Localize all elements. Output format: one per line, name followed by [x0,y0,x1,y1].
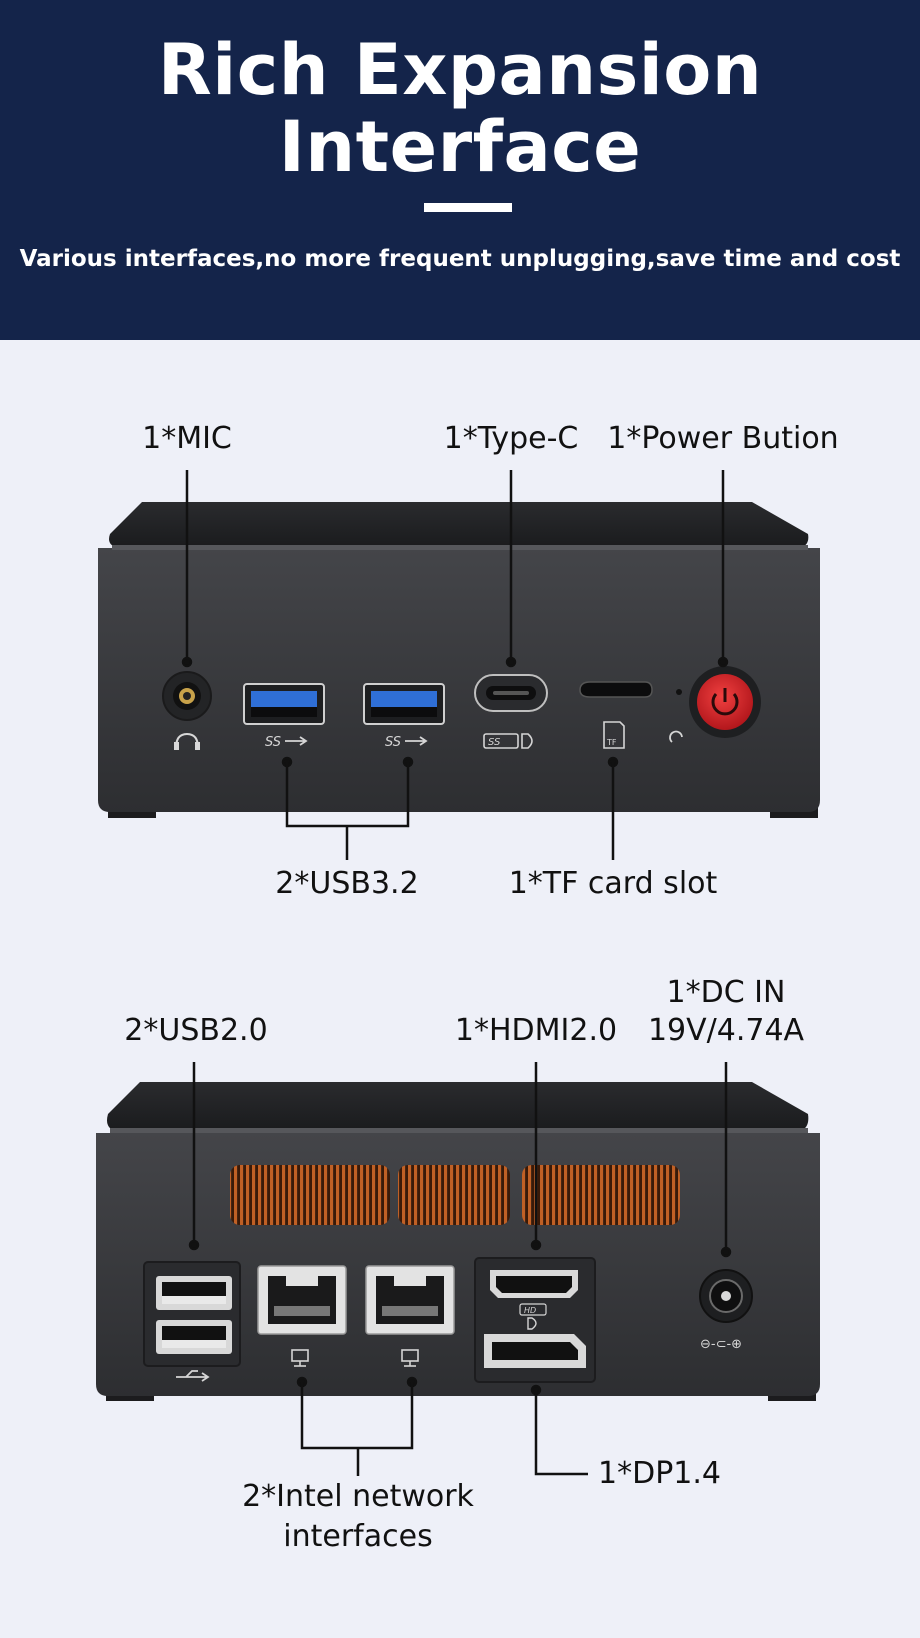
headline-subtitle: Various interfaces,no more frequent unpl… [19,246,901,272]
svg-text:TF: TF [606,738,617,747]
rear-lid-edge [110,1128,808,1133]
vent-left [230,1165,390,1225]
front-device: SS SS SS TF [98,502,820,818]
usb2-port-2 [156,1320,232,1354]
label-network-line-2: interfaces [283,1519,433,1554]
hdmi-mark: HD [524,1306,536,1315]
tf-card-icon: TF [603,721,625,749]
header-banner: Rich Expansion Interface Various interfa… [0,0,920,340]
front-lid-edge [112,545,808,550]
front-body [98,548,820,812]
ss-usb-mark-2: SS [385,735,401,750]
rear-lid [107,1082,809,1131]
hdmi-port [490,1270,578,1298]
label-usb32: 2*USB3.2 [275,866,419,901]
ethernet-port-1 [257,1265,347,1335]
label-dp: 1*DP1.4 [598,1456,721,1491]
tf-card-slot [579,681,653,698]
label-type-c: 1*Type-C [443,421,579,456]
front-lid [109,502,809,548]
label-usb20: 2*USB2.0 [124,1013,268,1048]
dc-jack [699,1269,753,1323]
power-button [689,666,761,738]
dp-small-icon [527,1317,537,1330]
ss-typec-mark-box [483,733,519,749]
label-dc-rating: 19V/4.74A [647,1013,805,1048]
label-network-line-1: 2*Intel network [242,1479,474,1514]
mic-jack [162,671,212,721]
rear-device: HD ⊖-⊂-⊕ [96,1082,820,1401]
usb-arrow-icon [285,736,308,746]
ss-usb-mark-1: SS [265,735,281,750]
status-led [676,689,682,695]
ss-typec-mark: SS [488,737,501,748]
label-hdmi: 1*HDMI2.0 [454,1013,618,1048]
headset-icon [174,732,200,750]
rear-leader-lines [188,1062,732,1476]
displayport-port [484,1334,586,1368]
hd-mark-box [519,1303,547,1316]
usb-arrow-icon [405,736,428,746]
label-tf-card: 1*TF card slot [508,866,718,901]
network-icon [291,1349,309,1367]
label-mic: 1*MIC [142,421,232,456]
label-power-button: 1*Power Bution [607,421,839,456]
type-c-port [474,674,548,712]
displayport-icon [521,733,533,749]
usb2-icon [176,1370,210,1382]
usb3-port-1 [243,683,325,725]
headline-divider [424,203,512,212]
reset-icon [669,730,683,743]
headline-line-2: Interface [278,106,642,188]
usb3-port-2 [363,683,445,725]
label-dc-in: 1*DC IN [666,975,786,1010]
network-icon [401,1349,419,1367]
ethernet-port-2 [365,1265,455,1335]
usb2-port-1 [156,1276,232,1310]
front-leader-lines [181,470,729,860]
vent-right [522,1165,680,1225]
headline-line-1: Rich Expansion [157,29,763,111]
vent-middle [398,1165,510,1225]
dc-polarity-icon: ⊖-⊂-⊕ [700,1337,742,1352]
